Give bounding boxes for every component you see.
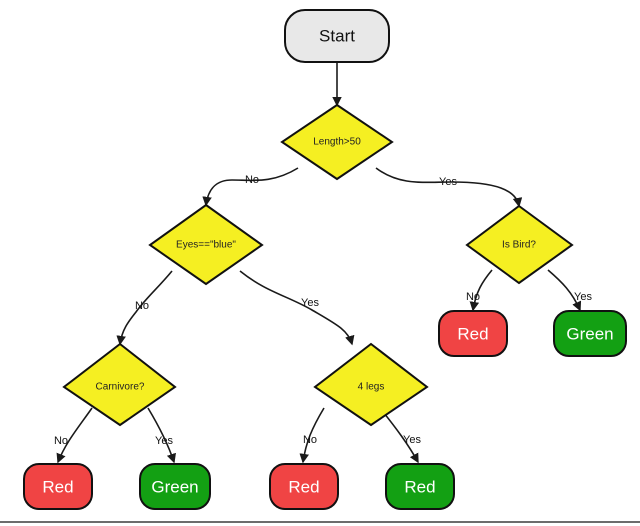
edge-label-length-no: No — [245, 174, 259, 186]
length-label: Length>50 — [313, 137, 361, 148]
leaf-carnivore-no-shape — [23, 463, 93, 510]
edge-label-carnivore-no: No — [54, 435, 68, 447]
start-label: Start — [319, 26, 355, 45]
node-leaf-fourlegs-no[interactable]: Red — [269, 463, 339, 510]
isbird-shape — [465, 204, 574, 285]
edge-length-to-eyes — [202, 167, 299, 207]
edge-label-length-yes: Yes — [439, 176, 457, 188]
leaf-isbird-no-label: Red — [457, 324, 488, 343]
edge-isbird-to-green — [547, 269, 582, 312]
node-length[interactable]: Length>50 — [280, 103, 394, 181]
edge-label-isbird-no: No — [466, 291, 480, 303]
edge-label-fourlegs-no: No — [303, 434, 317, 446]
node-leaf-isbird-no[interactable]: Red — [438, 310, 508, 357]
edge-label-eyes-no: No — [135, 300, 149, 312]
node-carnivore[interactable]: Carnivore? — [62, 342, 177, 427]
fourlegs-shape — [313, 342, 429, 427]
leaf-fourlegs-yes-label: Red — [404, 477, 435, 496]
node-leaf-isbird-yes[interactable]: Green — [553, 310, 627, 357]
node-start[interactable]: Start — [284, 9, 390, 63]
edge-fourlegs-to-red — [299, 407, 325, 464]
edge-isbird-to-red — [469, 269, 493, 312]
edge-label-carnivore-yes: Yes — [155, 435, 173, 447]
isbird-label: Is Bird? — [502, 240, 536, 251]
start-shape — [284, 9, 390, 63]
edge-label-isbird-yes: Yes — [574, 291, 592, 303]
edge-carnivore-to-green — [147, 407, 176, 464]
edge-label-fourlegs-yes: Yes — [403, 434, 421, 446]
edge-carnivore-to-red — [56, 407, 93, 464]
node-leaf-fourlegs-yes[interactable]: Red — [385, 463, 455, 510]
leaf-fourlegs-no-label: Red — [288, 477, 319, 496]
edge-eyes-to-fourlegs — [239, 270, 355, 346]
node-eyes[interactable]: Eyes=="blue" — [148, 203, 264, 286]
leaf-isbird-yes-shape — [553, 310, 627, 357]
node-leaf-carnivore-yes[interactable]: Green — [139, 463, 211, 510]
length-shape — [280, 103, 394, 181]
node-leaf-carnivore-no[interactable]: Red — [23, 463, 93, 510]
leaf-fourlegs-no-shape — [269, 463, 339, 510]
node-fourlegs[interactable]: 4 legs — [313, 342, 429, 427]
eyes-shape — [148, 203, 264, 286]
leaf-carnivore-no-label: Red — [42, 477, 73, 496]
edge-label-eyes-yes: Yes — [301, 297, 319, 309]
eyes-label: Eyes=="blue" — [176, 240, 236, 251]
leaf-fourlegs-yes-shape — [385, 463, 455, 510]
leaf-isbird-no-shape — [438, 310, 508, 357]
node-isbird[interactable]: Is Bird? — [465, 204, 574, 285]
leaf-carnivore-yes-label: Green — [151, 477, 198, 496]
leaf-carnivore-yes-shape — [139, 463, 211, 510]
edge-eyes-to-carnivore — [116, 270, 173, 346]
fourlegs-label: 4 legs — [358, 382, 385, 393]
edge-length-to-isbird — [375, 167, 523, 208]
carnivore-label: Carnivore? — [96, 382, 145, 393]
carnivore-shape — [62, 342, 177, 427]
edge-labels-layer: No Yes No Yes No Yes No Yes No Yes — [54, 174, 592, 447]
leaf-isbird-yes-label: Green — [566, 324, 613, 343]
